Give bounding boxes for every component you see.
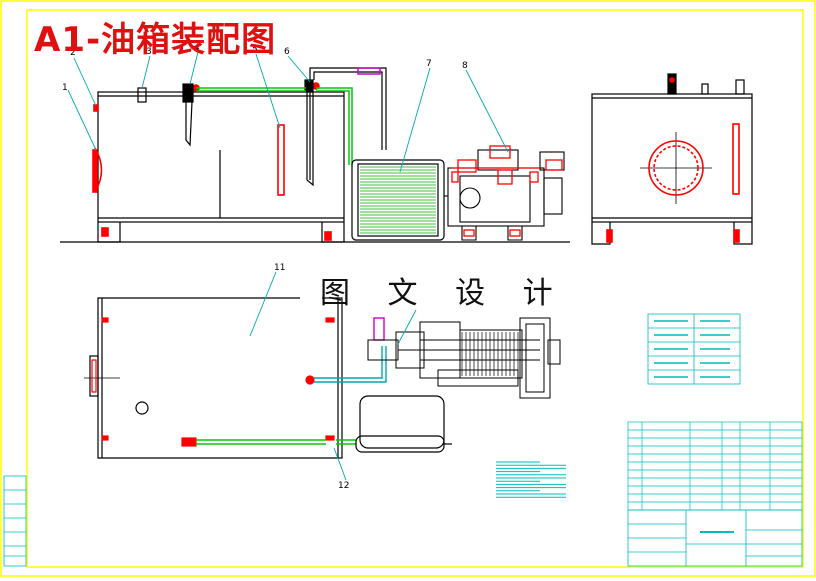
bom-frame (627, 421, 803, 511)
top-view-magenta-fitting (373, 317, 385, 341)
top-view-red-parts (91, 317, 335, 447)
front-view-leaders (67, 51, 509, 173)
front-view-suction-pipe (309, 67, 387, 150)
callout-12: 12 (338, 481, 349, 491)
side-view-red-parts (606, 77, 740, 243)
callout-3: 3 (146, 47, 152, 57)
pump-motor-red-parts (451, 145, 563, 237)
callout-8: 8 (462, 61, 468, 71)
top-view-green-pipe (196, 439, 356, 445)
callout-4: 4 (194, 43, 200, 53)
technical-notes (496, 461, 566, 498)
top-view-cyan-pipe (314, 346, 387, 383)
cooler-fins (360, 166, 436, 234)
callout-11: 11 (274, 263, 285, 273)
front-view-red-parts (92, 82, 332, 241)
bill-of-materials (627, 421, 803, 511)
front-view-green-pipe (196, 87, 353, 165)
callout-7: 7 (426, 59, 432, 69)
sheet-inner-border (26, 9, 804, 568)
parameter-table-lines (654, 320, 730, 378)
top-view-callout-labels: 11 12 (274, 263, 349, 491)
top-view-pump-motor (367, 317, 561, 399)
side-view-tank (591, 73, 753, 245)
cooler-unit (351, 159, 445, 241)
front-view-fittings (137, 79, 314, 187)
revision-strip (3, 475, 27, 567)
watermark-text: 图 文 设 计 (320, 276, 567, 311)
callout-2: 2 (70, 48, 76, 58)
top-view-leaders (249, 271, 417, 481)
magenta-coupling (357, 67, 381, 75)
title-block (627, 509, 803, 567)
top-view-cooler (355, 395, 452, 453)
callout-1: 1 (62, 83, 68, 93)
top-view-motor-fins (461, 332, 519, 376)
callout-6: 6 (284, 47, 290, 57)
top-view-tank (84, 297, 343, 459)
front-view-tank (60, 91, 570, 243)
technical-parameter-table (647, 313, 741, 385)
drawing-title: A1-油箱装配图 (34, 20, 277, 60)
front-view-callout-labels: 1 2 3 4 5 6 7 8 (62, 43, 468, 93)
callout-5: 5 (252, 45, 258, 55)
